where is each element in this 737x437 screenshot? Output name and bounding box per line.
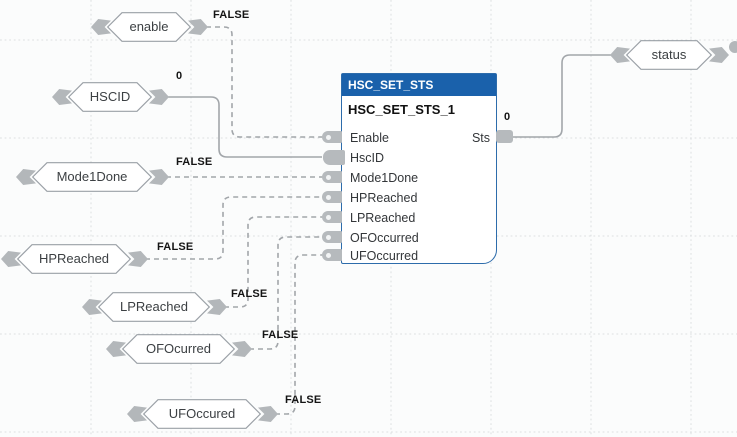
input-pin-label-lpreached: LPReached xyxy=(350,211,416,225)
wire-hscid-to-block[interactable] xyxy=(166,96,322,158)
bool-pin-dot xyxy=(326,214,331,220)
pin-connector-ofoccurred[interactable] xyxy=(322,231,342,243)
block-instance-name: HSC_SET_STS_1 xyxy=(348,102,455,117)
pin-connector-ufoccurred[interactable] xyxy=(322,249,342,261)
tag-left-connector[interactable] xyxy=(127,406,147,422)
wire-sts-to-status[interactable] xyxy=(513,54,612,138)
tag-label: UFOccured xyxy=(168,406,236,421)
function-block-hsc-set-sts[interactable]: HSC_SET_STS HSC_SET_STS_1 Enable HscID M… xyxy=(341,73,497,264)
tag-label: status xyxy=(651,47,687,62)
tag-right-connector[interactable] xyxy=(149,169,169,185)
input-pin-label-mode1done: Mode1Done xyxy=(350,171,419,185)
tag-left-connector[interactable] xyxy=(82,299,102,315)
input-pin-label-hpreached: HPReached xyxy=(350,191,418,205)
tag-left-connector[interactable] xyxy=(91,19,111,35)
tag-hexagon xyxy=(17,244,131,274)
pin-connector-hpreached[interactable] xyxy=(322,191,342,203)
tag-left-connector[interactable] xyxy=(610,47,630,63)
clipped-connector-circle xyxy=(729,41,737,53)
pin-connector-mode1done[interactable] xyxy=(322,171,342,183)
tag-hexagon xyxy=(98,292,210,322)
tag-right-connector[interactable] xyxy=(188,19,208,35)
variable-tag-mode1done[interactable]: Mode1Done xyxy=(16,162,169,192)
tag-left-connector[interactable] xyxy=(106,341,126,357)
bool-pin-dot xyxy=(326,252,331,258)
bool-pin-dot xyxy=(326,134,331,140)
tag-left-connector[interactable] xyxy=(52,89,72,105)
tag-label: HSCID xyxy=(89,89,131,104)
input-pin-label-hscid: HscID xyxy=(350,151,385,165)
variable-tag-hpreached[interactable]: HPReached xyxy=(1,244,148,274)
tag-hexagon xyxy=(626,40,712,70)
tag-label: OFOcurred xyxy=(145,341,211,356)
tag-label: Mode1Done xyxy=(56,169,128,184)
input-pin-label-ofoccurred: OFOccurred xyxy=(350,231,419,245)
tag-hexagon xyxy=(32,162,152,192)
bool-pin-dot xyxy=(326,194,331,200)
bool-pin-dot xyxy=(326,234,331,240)
wire-hpreached-to-block[interactable] xyxy=(145,196,322,260)
wire-enable-to-block[interactable] xyxy=(206,26,322,138)
tag-hexagon xyxy=(68,82,152,112)
wire-ofocurred-to-block[interactable] xyxy=(249,236,322,350)
tag-right-connector[interactable] xyxy=(149,89,169,105)
value-hpreached: FALSE xyxy=(157,241,194,253)
tag-label: HPReached xyxy=(38,251,110,266)
output-pin-label-sts: Sts xyxy=(471,131,490,145)
value-lpreached: FALSE xyxy=(231,288,268,300)
tag-label: LPReached xyxy=(120,299,188,314)
value-ufoccured: FALSE xyxy=(285,394,322,406)
input-pin-label-enable: Enable xyxy=(350,131,389,145)
tag-right-connector[interactable] xyxy=(258,406,278,422)
variable-tag-ufoccured[interactable]: UFOccured xyxy=(127,399,278,429)
pin-connector-hscid[interactable] xyxy=(323,150,345,165)
value-sts-output: 0 xyxy=(504,111,511,123)
wire-lpreached-to-block[interactable] xyxy=(224,216,322,308)
value-ofocurred: FALSE xyxy=(262,329,299,341)
tag-right-connector[interactable] xyxy=(709,47,729,63)
pin-connector-sts-output[interactable] xyxy=(496,130,513,143)
pin-connector-enable[interactable] xyxy=(322,131,342,143)
block-type-title: HSC_SET_STS xyxy=(342,74,496,96)
variable-tag-lpreached[interactable]: LPReached xyxy=(82,292,227,322)
variable-tag-enable[interactable]: enable xyxy=(91,12,208,42)
value-mode1done: FALSE xyxy=(176,156,213,168)
variable-tag-ofocurred[interactable]: OFOcurred xyxy=(106,334,252,364)
tag-right-connector[interactable] xyxy=(207,299,227,315)
bool-pin-dot xyxy=(326,174,331,180)
variable-tag-status[interactable]: status xyxy=(610,40,729,70)
input-pin-label-ufoccurred: UFOccurred xyxy=(350,249,419,263)
tag-left-connector[interactable] xyxy=(16,169,36,185)
tag-hexagon xyxy=(107,12,191,42)
variable-tag-hscid[interactable]: HSCID xyxy=(52,82,169,112)
tag-hexagon xyxy=(143,399,261,429)
tag-left-connector[interactable] xyxy=(1,251,21,267)
value-enable: FALSE xyxy=(213,9,250,21)
tag-hexagon xyxy=(122,334,235,364)
tag-right-connector[interactable] xyxy=(128,251,148,267)
value-hscid: 0 xyxy=(176,70,183,82)
tag-label: enable xyxy=(129,19,169,34)
pin-connector-lpreached[interactable] xyxy=(322,211,342,223)
tag-right-connector[interactable] xyxy=(232,341,252,357)
